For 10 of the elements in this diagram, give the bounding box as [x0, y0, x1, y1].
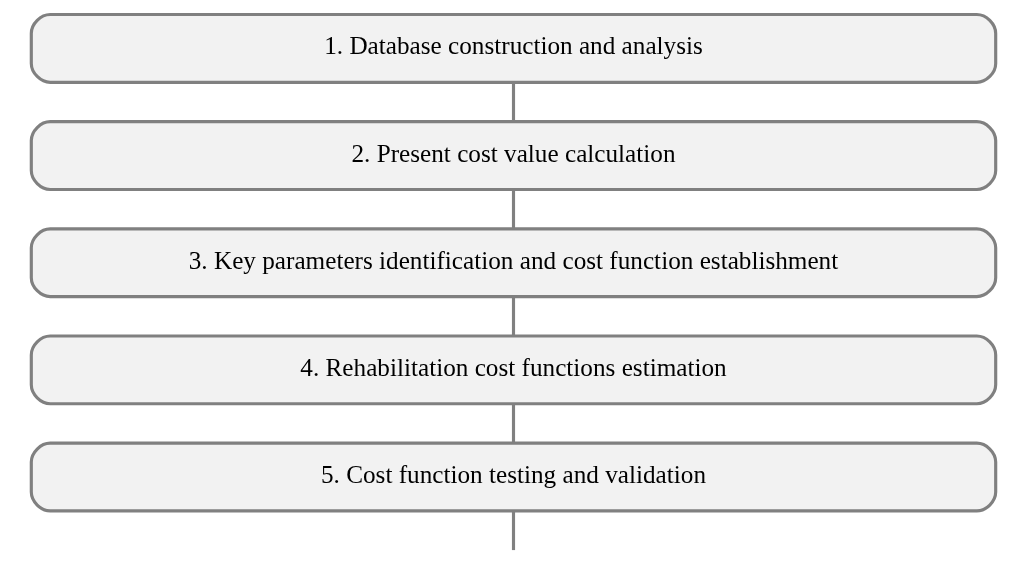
connector: [511, 403, 515, 443]
connector: [511, 511, 515, 551]
node-box: 4. Rehabilitation cost functions estimation: [29, 334, 997, 406]
node-box: 1. Database construction and analysis: [29, 12, 997, 84]
connector: [511, 296, 515, 336]
node-box: 2. Present cost value calculation: [29, 120, 997, 192]
connector: [511, 82, 515, 122]
connector: [511, 189, 515, 229]
node-box: 3. Key parameters identification and cost function establishment: [29, 227, 997, 299]
node-box: 5. Cost function testing and validation: [29, 441, 997, 513]
